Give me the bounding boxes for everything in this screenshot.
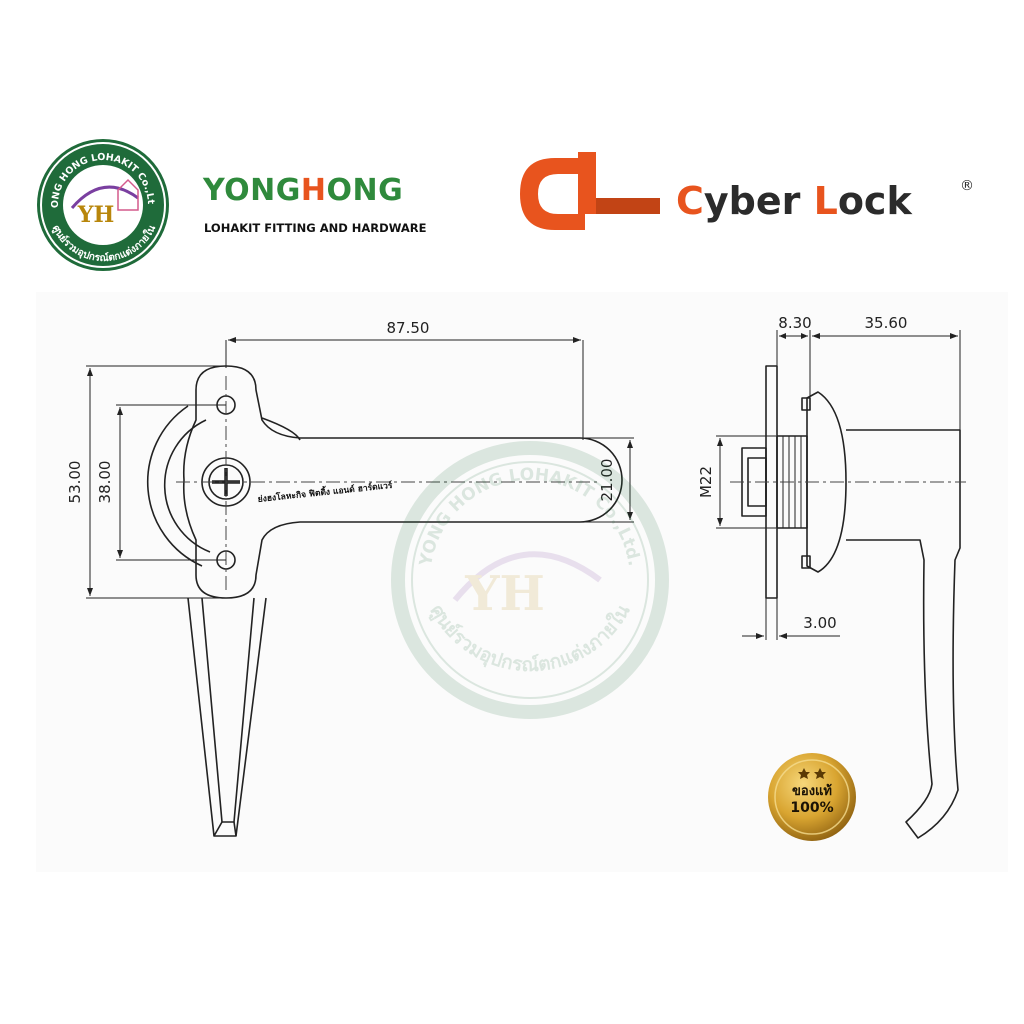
brand-title: YONGHONG — [202, 173, 403, 208]
badge-line2: 100% — [790, 800, 833, 816]
star-icon — [798, 768, 810, 779]
watermark: YONG HONG LOHAKIT Co.,Ltd. ศูนย์รวมอุปกร… — [391, 441, 669, 719]
dim-thread-label: M22 — [697, 466, 715, 498]
dim-width-label: 87.50 — [387, 319, 430, 337]
cl-mark-icon — [520, 152, 660, 230]
seal-logo: YONG HONG LOHAKIT Co.,Ltd. ศูนย์รวมอุปกร… — [0, 0, 169, 271]
dim-thickness-label: 3.00 — [803, 614, 836, 632]
dim-height-label: 53.00 — [66, 461, 84, 504]
flange — [806, 391, 847, 573]
dim-handle-label: 35.60 — [865, 314, 908, 332]
star-icon — [814, 768, 826, 779]
dim-arm-label: 21.00 — [598, 459, 616, 502]
dim-hole-spacing-label: 38.00 — [96, 461, 114, 504]
lever-body — [182, 365, 623, 599]
seal-mark: YH — [77, 202, 115, 228]
front-view — [146, 365, 623, 837]
cyber-lock-logo: Cyber Lock ® — [520, 152, 974, 230]
rosette-ring — [146, 405, 203, 567]
brand-subtitle: LOHAKIT FITTING AND HARDWARE — [204, 221, 427, 235]
badge-line1: ของแท้ — [792, 783, 832, 799]
dim-plate-label: 8.30 — [778, 314, 811, 332]
cyber-lock-name: Cyber Lock — [676, 179, 912, 223]
side-handle — [846, 429, 961, 839]
watermark-mark: YH — [464, 566, 545, 622]
house-icon — [117, 178, 139, 211]
swoosh-icon — [70, 185, 139, 209]
registered-mark: ® — [960, 178, 974, 194]
yonghong-wordmark: YONGHONG LOHAKIT FITTING AND HARDWARE — [202, 173, 427, 235]
lever-blade — [187, 597, 267, 837]
genuine-badge: ของแท้ 100% — [768, 753, 856, 841]
rosette-ring-inner — [163, 419, 211, 553]
side-view — [741, 365, 961, 839]
